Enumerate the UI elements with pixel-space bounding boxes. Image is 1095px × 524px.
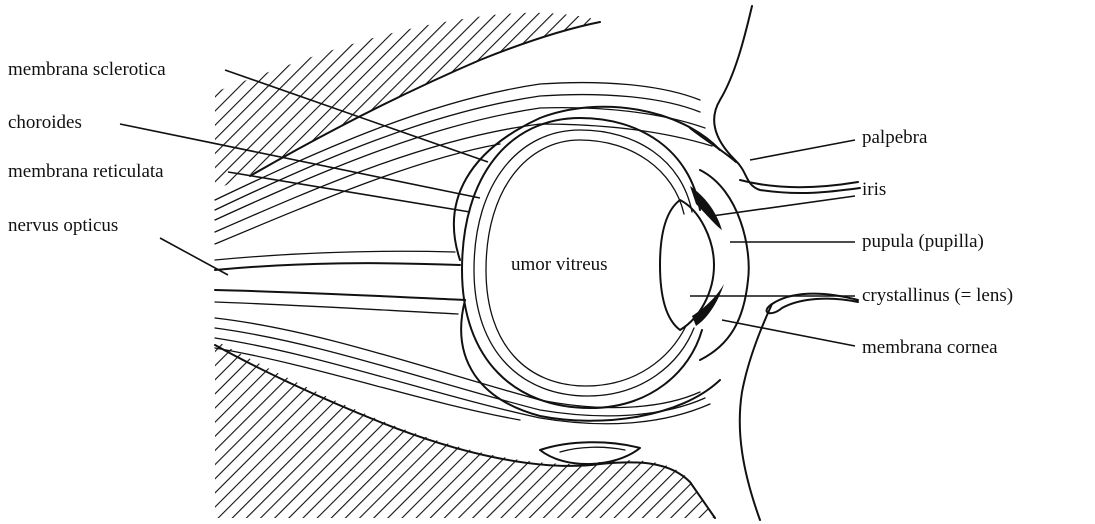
label-palpebra: palpebra bbox=[862, 128, 927, 147]
label-crystallinus: crystallinus (= lens) bbox=[862, 286, 1013, 305]
label-choroides: choroides bbox=[8, 113, 82, 132]
label-membrana-reticulata: membrana reticulata bbox=[8, 162, 164, 181]
label-iris: iris bbox=[862, 180, 886, 199]
label-nervus-opticus: nervus opticus bbox=[8, 216, 118, 235]
label-membrana-sclerotica: membrana sclerotica bbox=[8, 60, 166, 79]
label-umor-vitreus: umor vitreus bbox=[511, 255, 608, 274]
label-membrana-cornea: membrana cornea bbox=[862, 338, 998, 357]
label-pupula: pupula (pupilla) bbox=[862, 232, 984, 251]
